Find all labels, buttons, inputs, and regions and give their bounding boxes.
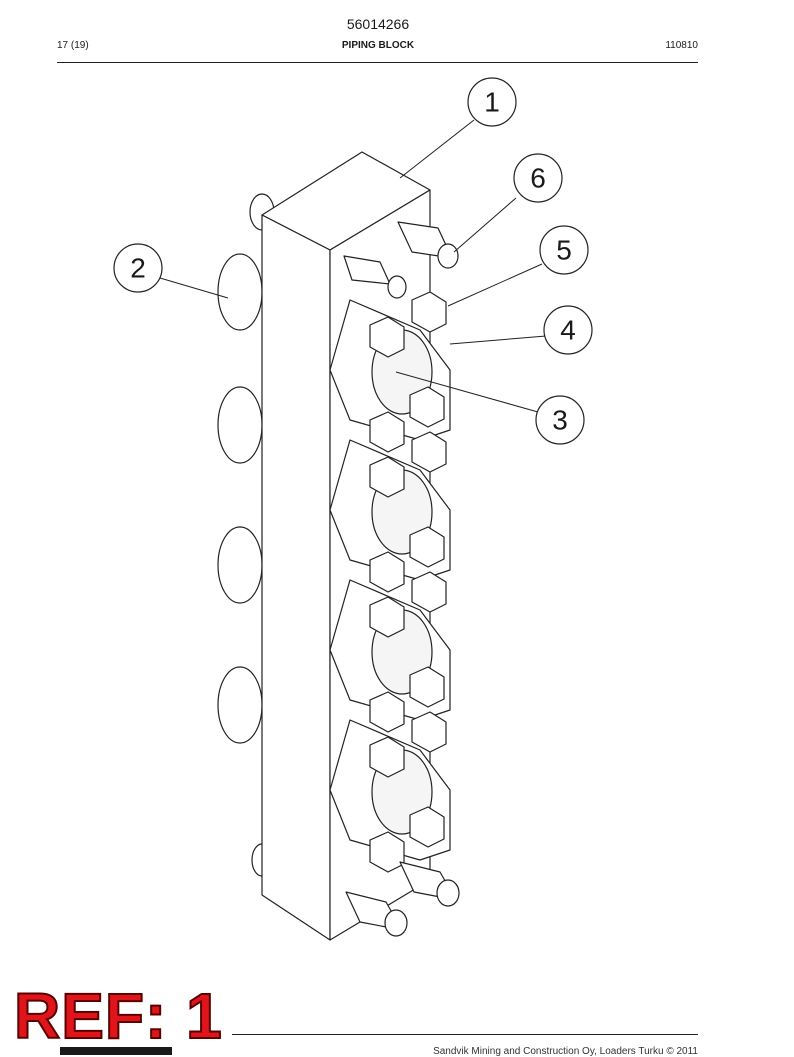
leader-lines xyxy=(159,119,547,413)
callout-balloon-3 xyxy=(535,395,585,445)
callout-balloon-6 xyxy=(513,153,563,203)
pin-bottom xyxy=(345,861,460,937)
callout-1: 1 xyxy=(484,87,500,118)
callout-balloon-4 xyxy=(543,305,593,355)
page-title: PIPING BLOCK xyxy=(341,40,415,51)
page-indicator: 17 (19) xyxy=(57,40,89,51)
callout-2: 2 xyxy=(130,253,146,284)
ref-stamp: REF: 1 xyxy=(13,980,223,1052)
footer-rule xyxy=(232,1034,698,1035)
header-rule xyxy=(57,62,698,63)
revision-date: 110810 xyxy=(665,40,698,51)
sandvik-logo xyxy=(60,1047,172,1055)
document-number: 56014266 xyxy=(346,16,410,32)
callout-3: 3 xyxy=(552,405,568,436)
callout-balloon-1 xyxy=(467,77,517,127)
pin-top xyxy=(343,221,459,299)
footer-copyright: Sandvik Mining and Construction Oy, Load… xyxy=(433,1046,698,1057)
bolts xyxy=(369,291,447,873)
callout-4: 4 xyxy=(560,315,576,346)
callout-balloon-2 xyxy=(113,243,163,293)
callout-balloon-5 xyxy=(539,225,589,275)
callout-5: 5 xyxy=(556,235,572,266)
callout-6: 6 xyxy=(530,163,546,194)
